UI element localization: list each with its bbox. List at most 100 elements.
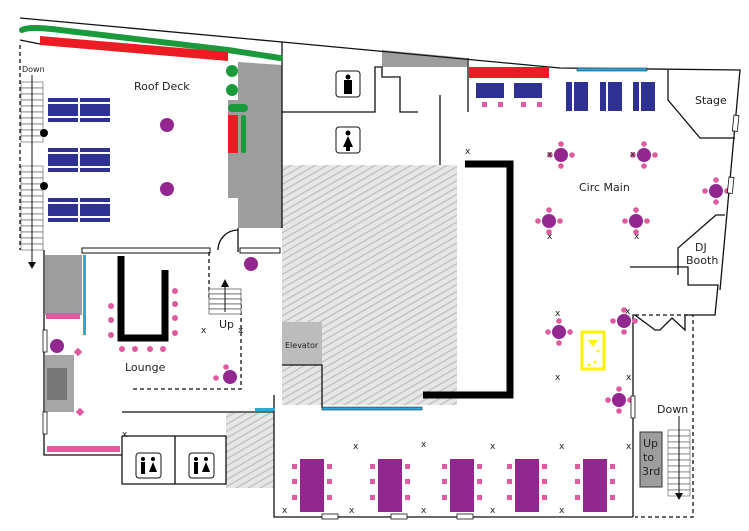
round-table <box>542 214 556 228</box>
chair <box>622 218 628 224</box>
round-table <box>637 148 651 162</box>
shrub <box>226 65 238 77</box>
chair <box>213 375 219 381</box>
chair <box>545 329 551 335</box>
long-table <box>515 459 539 512</box>
door-marker <box>321 513 339 520</box>
chair <box>477 495 482 500</box>
chair <box>713 177 719 183</box>
chair <box>537 102 542 107</box>
chair <box>702 188 708 194</box>
x-mark: x <box>547 232 553 242</box>
bench-table <box>616 82 622 111</box>
womens-restroom-icon[interactable] <box>335 126 361 154</box>
lounge-table <box>80 148 110 152</box>
chair <box>621 307 627 313</box>
stairs-up-to-3rd[interactable] <box>639 431 663 488</box>
chair <box>405 495 410 500</box>
round-table <box>554 148 568 162</box>
lounge-stool <box>172 288 178 294</box>
label-elevator: Elevator <box>285 341 319 350</box>
x-mark: x <box>465 147 471 157</box>
chair <box>547 152 553 158</box>
black-wall <box>423 160 514 399</box>
unisex-restroom-icon[interactable] <box>135 452 162 479</box>
restroom-walls <box>282 66 418 113</box>
hatched-lower <box>226 413 274 488</box>
lounge-table <box>80 154 110 166</box>
chair <box>292 479 297 484</box>
lounge-stool <box>119 346 125 352</box>
arrowhead-icon <box>221 279 229 287</box>
roof-inner-wall <box>19 39 41 45</box>
chair <box>558 141 564 147</box>
label-down-right: Down <box>657 403 688 416</box>
shrub <box>226 84 238 96</box>
dot <box>593 360 597 364</box>
unisex-restroom-icon[interactable] <box>188 452 215 479</box>
chair <box>575 495 580 500</box>
fireplace-inner <box>47 368 67 400</box>
chair <box>370 464 375 469</box>
chair <box>556 340 562 346</box>
roof-rail <box>81 247 211 254</box>
shrub <box>228 104 248 112</box>
lounge-table <box>80 218 110 222</box>
long-table <box>378 459 402 512</box>
x-mark: x <box>547 150 553 160</box>
upper-gray-strip <box>382 50 467 67</box>
chair <box>405 479 410 484</box>
chair <box>521 102 526 107</box>
chair <box>610 479 615 484</box>
window <box>321 406 423 411</box>
lounge-table <box>48 154 78 166</box>
hedge-vertical <box>241 115 246 153</box>
chair <box>644 218 650 224</box>
elevator <box>282 322 322 365</box>
x-mark: x <box>490 442 496 452</box>
navy-table <box>476 83 504 98</box>
label-up: Up <box>219 318 234 331</box>
lounge-table <box>48 204 78 216</box>
lounge-stool <box>147 346 153 352</box>
hatched-atrium <box>282 165 457 405</box>
round-table <box>617 314 631 328</box>
side-table <box>73 347 83 357</box>
bench-table <box>600 82 606 111</box>
chair <box>633 229 639 235</box>
door-marker <box>390 513 408 520</box>
arrowhead-icon <box>675 493 683 500</box>
chair <box>556 318 562 324</box>
x-mark: x <box>490 506 496 516</box>
x-mark: x <box>421 506 427 516</box>
chair <box>292 495 297 500</box>
chair <box>370 495 375 500</box>
door-marker <box>456 513 474 520</box>
chair <box>327 495 332 500</box>
dot <box>596 349 600 353</box>
long-table <box>300 459 324 512</box>
lounge-table <box>48 104 78 116</box>
chair <box>442 495 447 500</box>
lounge-table <box>48 218 78 222</box>
furniture <box>42 82 740 520</box>
chair <box>507 495 512 500</box>
elevator-wall <box>282 364 323 408</box>
yellow-marker-icon[interactable] <box>580 330 606 371</box>
x-mark: x <box>559 506 565 516</box>
x-mark: x <box>625 307 631 317</box>
door-marker <box>726 176 735 194</box>
post <box>40 182 48 190</box>
mens-restroom-icon[interactable] <box>335 70 361 98</box>
label-up-to-3rd-to: to <box>643 451 654 464</box>
triangle-icon <box>588 340 598 347</box>
chair <box>558 163 564 169</box>
lounge-table <box>80 104 110 116</box>
dot <box>587 363 591 367</box>
lounge-stool <box>108 332 114 338</box>
round-table <box>50 339 64 353</box>
chair <box>542 464 547 469</box>
x-mark: x <box>201 326 207 336</box>
